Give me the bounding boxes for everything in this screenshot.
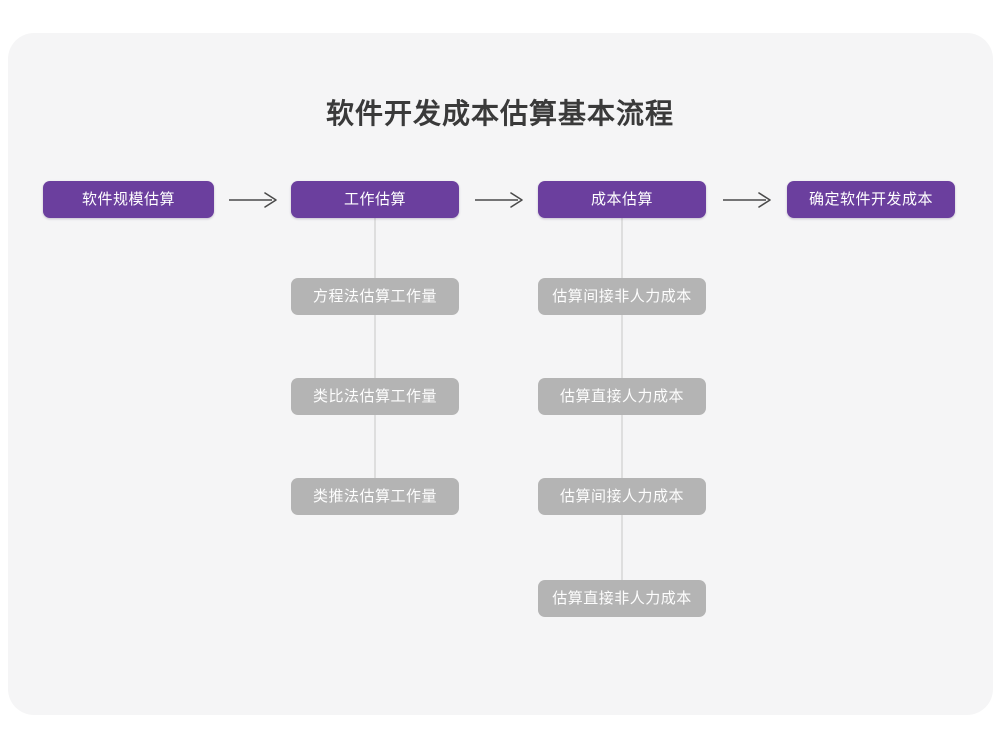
stage-node-4[interactable]: 确定软件开发成本 [787, 181, 955, 218]
content-card [8, 33, 993, 715]
connector-line-stage2 [374, 218, 376, 478]
arrow-stage-2-to-3 [474, 190, 526, 210]
substep-node-stage3-3[interactable]: 估算间接人力成本 [538, 478, 706, 515]
arrow-stage-3-to-4 [722, 190, 774, 210]
substep-node-stage2-1[interactable]: 方程法估算工作量 [291, 278, 459, 315]
stage-node-2[interactable]: 工作估算 [291, 181, 459, 218]
substep-node-stage2-3[interactable]: 类推法估算工作量 [291, 478, 459, 515]
substep-node-stage3-2[interactable]: 估算直接人力成本 [538, 378, 706, 415]
page-title: 软件开发成本估算基本流程 [325, 98, 674, 129]
stage-node-1[interactable]: 软件规模估算 [43, 181, 214, 218]
stage-node-3[interactable]: 成本估算 [538, 181, 706, 218]
substep-node-stage3-4[interactable]: 估算直接非人力成本 [538, 580, 706, 617]
substep-node-stage2-2[interactable]: 类比法估算工作量 [291, 378, 459, 415]
arrow-stage-1-to-2 [228, 190, 280, 210]
substep-node-stage3-1[interactable]: 估算间接非人力成本 [538, 278, 706, 315]
